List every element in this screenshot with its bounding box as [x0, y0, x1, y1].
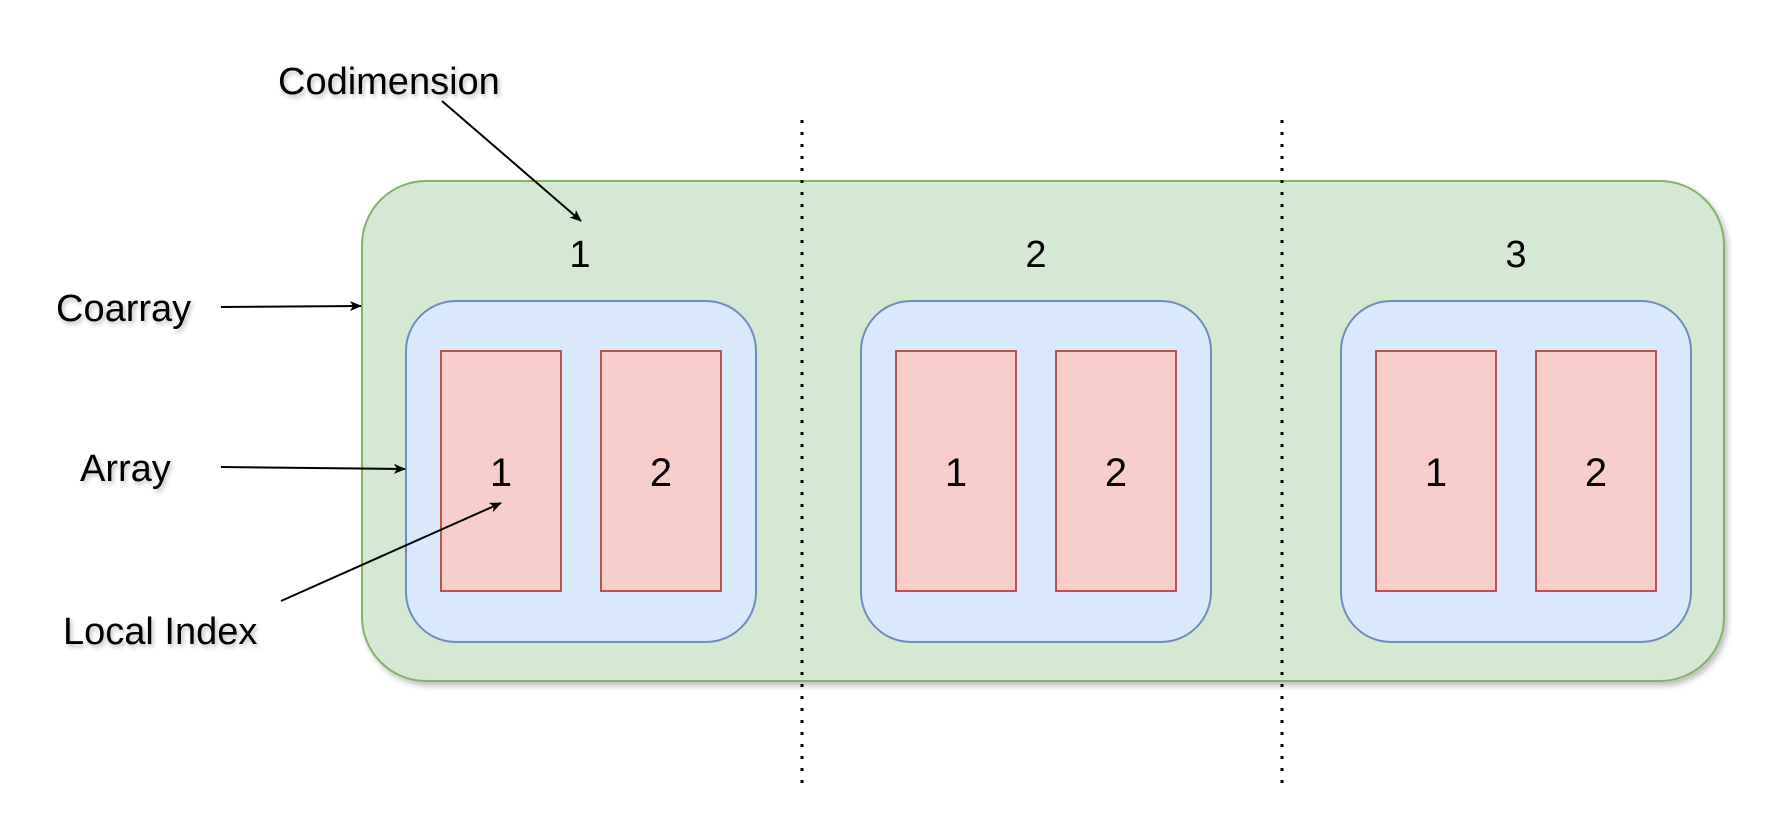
- coarray-arrow: [220, 301, 362, 312]
- element-index-3-2: 2: [1585, 451, 1607, 495]
- codimension-index-3: 3: [1505, 234, 1526, 276]
- array-element-1-1: [440, 350, 562, 592]
- array-element-3-1: [1375, 350, 1497, 592]
- codimension-index-2: 2: [1025, 234, 1046, 276]
- array-label: Array: [80, 448, 171, 490]
- image-2: 2 1 2: [860, 234, 1212, 643]
- array-arrow: [220, 463, 406, 474]
- codimension-label: Codimension: [278, 61, 500, 103]
- coarray-label: Coarray: [56, 288, 191, 330]
- element-index-2-2: 2: [1105, 451, 1127, 495]
- image-1: 1 1 2: [405, 234, 757, 643]
- image-3: 3 1 2: [1340, 234, 1692, 643]
- array-element-1-2: [600, 350, 722, 592]
- local-index-arrow: [280, 502, 502, 602]
- array-element-2-2: [1055, 350, 1177, 592]
- array-element-2-1: [895, 350, 1017, 592]
- codimension-index-1: 1: [569, 234, 590, 276]
- element-index-2-1: 1: [945, 451, 967, 495]
- element-index-3-1: 1: [1425, 451, 1447, 495]
- local-index-label: Local Index: [63, 611, 257, 653]
- element-index-1-1: 1: [490, 451, 512, 495]
- element-index-1-2: 2: [650, 451, 672, 495]
- codimension-arrow: [441, 100, 582, 222]
- array-element-3-2: [1535, 350, 1657, 592]
